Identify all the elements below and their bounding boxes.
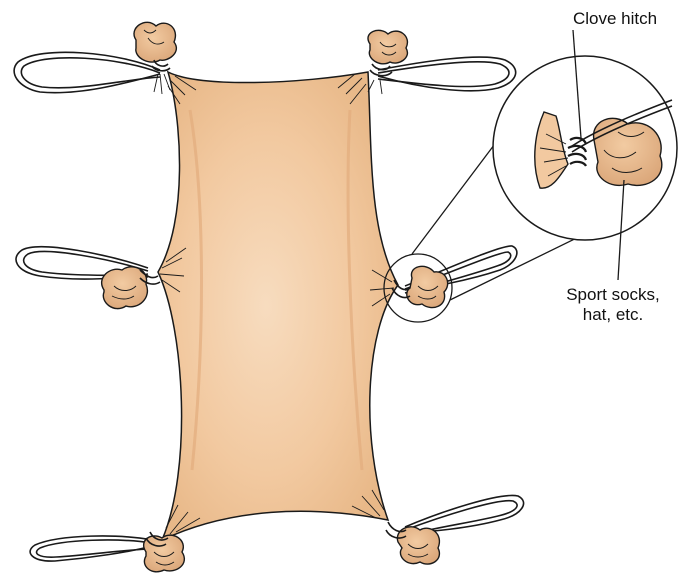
knot-middle-right-icon <box>392 266 448 307</box>
sport-socks-label: Sport socks, hat, etc. <box>548 285 678 325</box>
rope-loop-top-left-icon <box>14 52 160 92</box>
rope-loop-bottom-left-icon <box>30 536 152 561</box>
knot-top-right-icon <box>368 30 407 94</box>
sport-socks-label-line2: hat, etc. <box>548 305 678 325</box>
knot-middle-left-icon <box>102 267 160 309</box>
clove-hitch-label: Clove hitch <box>560 9 670 29</box>
knot-bottom-left-icon <box>144 532 185 572</box>
sport-socks-label-line1: Sport socks, <box>548 285 678 305</box>
knot-top-left-icon <box>134 22 176 94</box>
knot-bottom-right-icon <box>386 522 439 564</box>
